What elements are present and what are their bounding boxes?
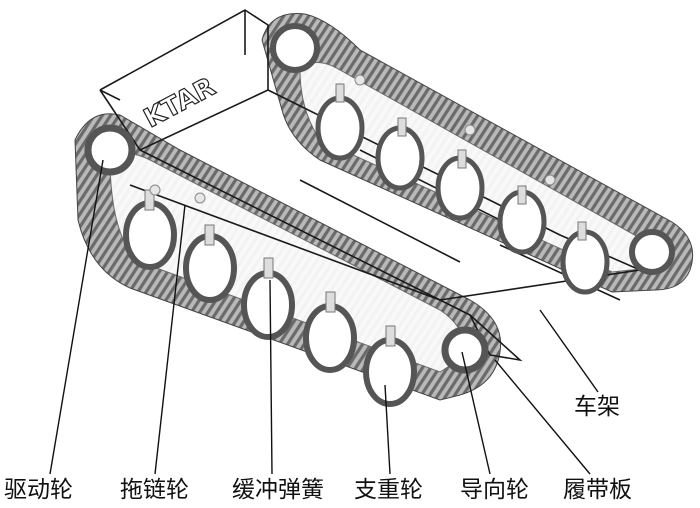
label-carrier-roller: 拖链轮 bbox=[120, 477, 189, 503]
far-idler-wheel bbox=[629, 229, 675, 275]
label-frame: 车架 bbox=[574, 394, 620, 420]
label-road-wheel: 支重轮 bbox=[354, 477, 423, 503]
frame-marking: KTAR bbox=[139, 72, 220, 134]
label-buffer-spring: 缓冲弹簧 bbox=[232, 477, 324, 503]
near-idler-wheel bbox=[441, 326, 489, 374]
near-buffer-springs bbox=[144, 189, 396, 347]
leader-lines bbox=[49, 159, 599, 475]
far-buffer-springs bbox=[335, 83, 587, 241]
carrier-rollers bbox=[149, 74, 556, 204]
label-drive-wheel: 驱动轮 bbox=[4, 477, 73, 503]
near-drive-wheel bbox=[84, 124, 136, 176]
far-drive-wheel bbox=[270, 23, 320, 73]
label-track-shoe: 履带板 bbox=[563, 477, 632, 503]
label-idler-wheel: 导向轮 bbox=[460, 477, 529, 503]
